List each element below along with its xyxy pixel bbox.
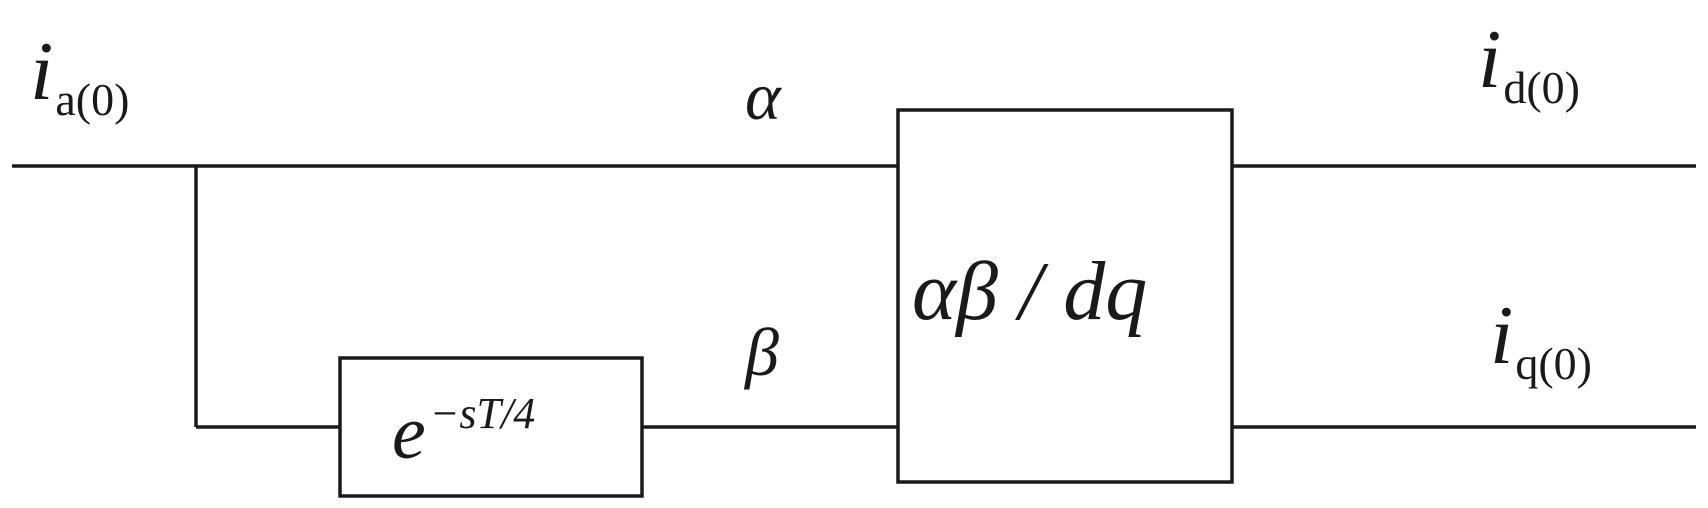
id-symbol: i — [1478, 13, 1502, 106]
transform-block — [896, 108, 1234, 484]
output-label-id: id(0) — [1478, 18, 1580, 111]
delay-block-text: e−sT/4 — [392, 392, 535, 472]
iq-symbol: i — [1490, 289, 1514, 382]
id-subscript: d(0) — [1503, 62, 1580, 113]
delay-exponent: −sT/4 — [429, 389, 536, 438]
ia-symbol: i — [30, 25, 54, 118]
ia-subscript: a(0) — [55, 74, 130, 125]
iq-subscript: q(0) — [1515, 338, 1592, 389]
alpha-label: α — [745, 58, 781, 134]
transform-block-label: αβ / dq — [912, 245, 1148, 338]
output-label-iq: iq(0) — [1490, 294, 1592, 387]
delay-base: e — [392, 391, 426, 475]
delay-block — [338, 356, 644, 498]
input-label-ia: ia(0) — [30, 30, 129, 123]
beta-label: β — [745, 314, 779, 390]
